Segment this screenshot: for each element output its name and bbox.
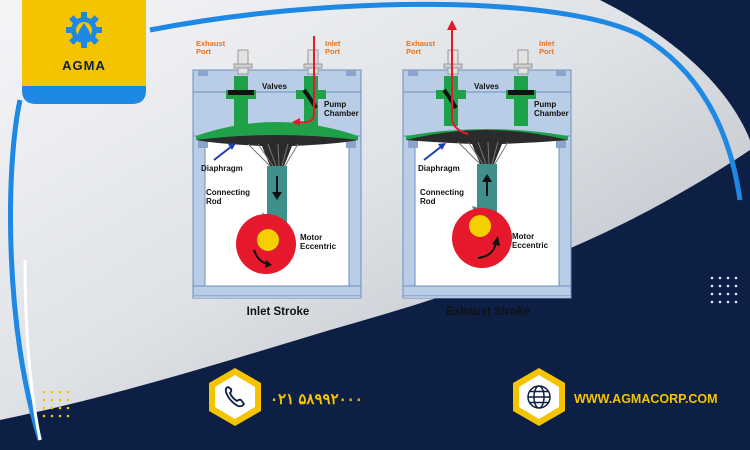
valves-label: Valves (262, 82, 287, 91)
exhaust-stroke-caption: Exhaust Stroke (446, 306, 530, 318)
inlet-stroke-caption: Inlet Stroke (246, 306, 310, 318)
inlet-stroke-diagram: Exhaust Port Inlet Port Valves Pump Cham… (188, 36, 368, 302)
globe-badge[interactable] (508, 366, 570, 428)
globe-icon (527, 385, 551, 409)
agma-gear-drop-icon (22, 0, 146, 104)
inlet-port-label: Inlet Port (539, 39, 555, 56)
exhaust-port-label: Exhaust Port (196, 39, 226, 56)
logo-badge: AGMA (22, 0, 146, 104)
motor-eccentric-label: Motor Eccentric (300, 233, 337, 251)
brand-name: AGMA (62, 58, 106, 73)
motor-eccentric-label: Motor Eccentric (512, 232, 549, 250)
pump-illustration-inlet (192, 36, 362, 299)
valves-label: Valves (474, 82, 499, 91)
website-url[interactable]: WWW.AGMACORP.COM (574, 392, 718, 406)
diaphragm-label: Diaphragm (201, 164, 243, 173)
phone-icon (224, 386, 246, 408)
pump-chamber-label: Pump Chamber (534, 100, 569, 118)
inlet-port-label: Inlet Port (325, 39, 341, 56)
connecting-rod-label: Connecting Rod (206, 188, 250, 206)
phone-badge[interactable] (204, 366, 266, 428)
phone-number[interactable]: ۰۲۱ ۵۸۹۹۲۰۰۰ (270, 391, 363, 408)
pump-illustration-exhaust (402, 20, 572, 299)
exhaust-stroke-diagram: Exhaust Port Inlet Port Valves Pump Cham… (398, 18, 578, 302)
connecting-rod-label: Connecting Rod (420, 188, 464, 206)
pump-chamber-label: Pump Chamber (324, 100, 359, 118)
diaphragm-label: Diaphragm (418, 164, 460, 173)
exhaust-port-label: Exhaust Port (406, 39, 436, 56)
